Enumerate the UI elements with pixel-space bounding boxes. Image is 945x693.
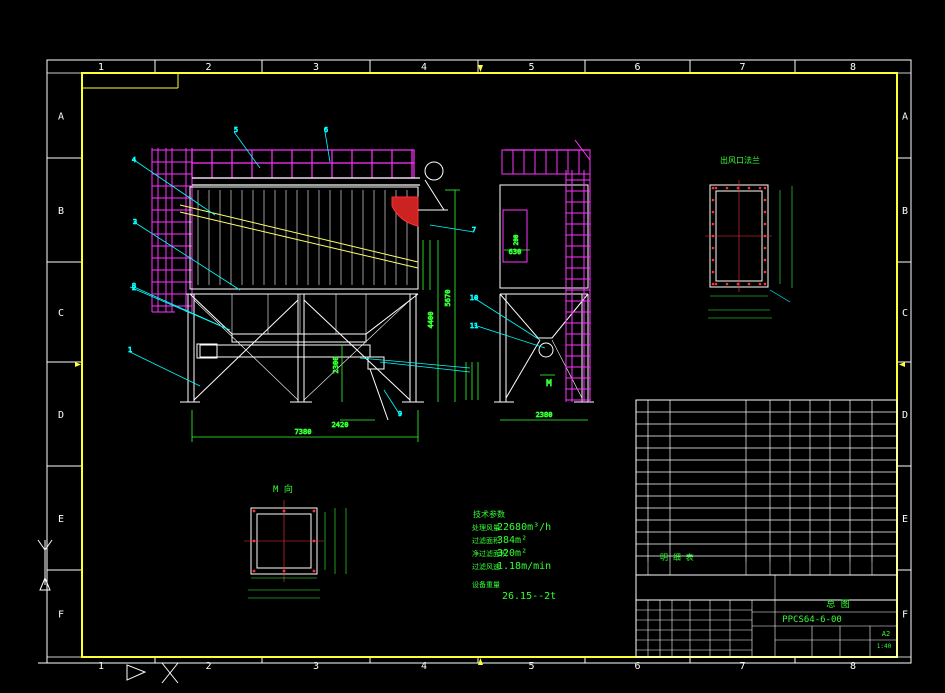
side-elevation-view[interactable] [494, 139, 594, 403]
part-callout-8: 8 [132, 282, 136, 290]
m-direction-view[interactable]: M 向 [244, 483, 347, 599]
zone-row-label-left: A [58, 112, 64, 123]
rotary-valve [367, 356, 385, 370]
dust-hopper [180, 293, 424, 421]
zone-column-label-top: 4 [421, 62, 427, 73]
side-motor [538, 342, 554, 358]
zone-column-label-bottom: 2 [205, 661, 211, 672]
callout-leaders: 1 2 3 4 5 6 7 8 9 10 11 [127, 126, 546, 418]
title-block-outline [635, 399, 898, 658]
ucs-icon [37, 539, 110, 664]
part-callout-4: 4 [132, 156, 136, 164]
zone-row-label-right: F [902, 610, 908, 621]
m-view-title: M 向 [273, 483, 293, 495]
zone-column-label-bottom: 4 [421, 661, 427, 672]
zone-column-label-top: 7 [739, 62, 745, 73]
zone-column-label-bottom: 1 [98, 661, 104, 672]
part-callout-3: 3 [133, 218, 137, 226]
zone-column-label-top: 2 [205, 62, 211, 73]
part-callout-5: 5 [234, 126, 238, 134]
spec-value: 320m² [497, 548, 527, 559]
spec-value: 1.18m/min [497, 561, 551, 572]
zone-row-label-left: B [58, 206, 64, 217]
air-outlet-flange-label: 出风口法兰 [720, 155, 760, 165]
drawing-scale: 1:40 [877, 643, 892, 650]
zone-column-label-bottom: 3 [313, 661, 319, 672]
dim-front-height-total: 5670 [444, 290, 452, 307]
part-callout-10: 10 [470, 294, 478, 302]
dim-front-height-low: 2300 [332, 357, 340, 374]
side-top-railing [501, 139, 591, 175]
part-callout-9: 9 [398, 410, 402, 418]
drawing-title: 总 图 [826, 598, 849, 610]
spec-value: 26.15--2t [502, 591, 556, 602]
paper-space-triangle-icon [126, 662, 179, 684]
spec-label: 净过滤面积 [472, 549, 507, 558]
centering-marks [75, 65, 905, 665]
side-ladder [565, 170, 591, 402]
zone-row-label-right: D [902, 410, 908, 421]
specs-heading: 技术参数 [473, 509, 505, 519]
zone-row-label-left: E [58, 514, 64, 525]
outlet-flange-view[interactable]: 出风口法兰 [705, 155, 793, 319]
zone-column-label-top: 1 [98, 62, 104, 73]
zone-row-label-left: C [58, 308, 64, 319]
top-railing [191, 149, 590, 186]
part-callout-7: 7 [472, 226, 476, 234]
zone-column-label-bottom: 6 [634, 661, 640, 672]
dim-front-base: 2420 [332, 421, 349, 429]
spec-value: 22680m³/h [497, 522, 551, 533]
dim-front-width: 7380 [295, 428, 312, 436]
zone-row-label-right: B [902, 206, 908, 217]
part-callout-2: 2 [132, 284, 136, 292]
dim-side-box-v: 200 [513, 234, 520, 245]
spec-label: 设备重量 [472, 580, 500, 589]
side-housing-outline [499, 184, 589, 289]
screw-conveyor [199, 344, 371, 358]
conveyor-motor [196, 343, 218, 359]
spec-label: 过滤风速 [472, 562, 500, 571]
side-housing [494, 184, 594, 403]
inlet-duct-line [179, 204, 419, 263]
zone-column-label-bottom: 8 [850, 661, 856, 672]
sheet-size: A2 [882, 630, 890, 638]
zone-row-label-left: F [58, 610, 64, 621]
side-view-m-marker: M [546, 379, 552, 389]
front-ladder-cage [151, 148, 193, 313]
dim-front-height-mid: 4400 [427, 312, 435, 329]
filter-housing [186, 186, 419, 295]
spec-value: 384m² [497, 535, 527, 546]
dim-side-width: 2380 [536, 411, 553, 419]
zone-row-label-left: D [58, 410, 64, 421]
zone-column-label-bottom: 7 [739, 661, 745, 672]
parts-list-header: 明 细 表 [660, 552, 694, 562]
zone-column-label-top: 6 [634, 62, 640, 73]
outlet-elbow [391, 196, 419, 227]
title-border [81, 72, 898, 658]
zone-column-label-top: 3 [313, 62, 319, 73]
inlet-duct-line-2 [179, 211, 419, 269]
zone-column-label-bottom: 5 [528, 661, 534, 672]
zone-row-label-right: A [902, 112, 908, 123]
drawing-number: PPCS64-6-00 [782, 615, 842, 625]
part-callout-1: 1 [128, 346, 132, 354]
spec-label: 处理风量 [472, 523, 500, 532]
access-door [502, 209, 528, 263]
front-elevation-view[interactable] [151, 148, 590, 421]
part-callout-6: 6 [324, 126, 328, 134]
zone-column-label-top: 5 [528, 62, 534, 73]
zone-row-label-right: E [902, 514, 908, 525]
fan-motor [424, 161, 444, 181]
dim-side-box: 630 [509, 248, 522, 256]
part-callout-11: 11 [470, 322, 478, 330]
zone-row-label-right: C [902, 308, 908, 319]
zone-column-label-top: 8 [850, 62, 856, 73]
spec-label: 过滤面积 [472, 536, 500, 545]
